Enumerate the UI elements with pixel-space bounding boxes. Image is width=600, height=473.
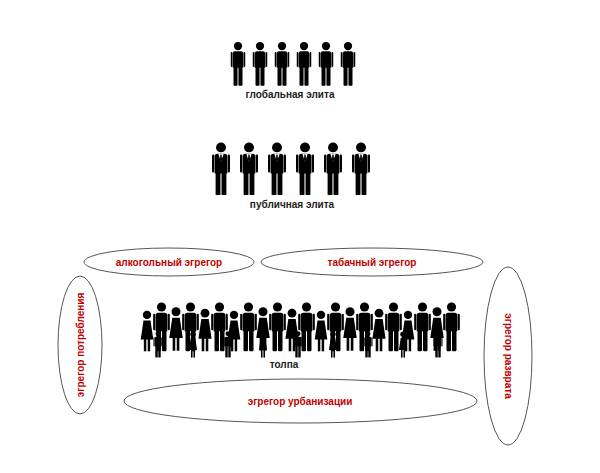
person-figure xyxy=(443,302,460,351)
person-figure xyxy=(259,331,267,357)
egregor-ellipse: эгрегор разврата xyxy=(483,266,533,446)
person-figure xyxy=(315,311,328,352)
person-figure xyxy=(385,302,402,351)
person-figure xyxy=(169,307,183,351)
egregor-ellipse: эгрегор потребления xyxy=(57,275,103,415)
person-figure xyxy=(231,42,246,86)
person-figure xyxy=(296,142,314,195)
person-figure xyxy=(269,302,286,351)
egregor-label: табачный эгрегор xyxy=(328,257,417,268)
person-figure xyxy=(212,142,230,195)
person-figure xyxy=(189,331,197,357)
ellipse-shape xyxy=(484,267,532,445)
person-figure xyxy=(352,142,370,195)
person-figure xyxy=(253,42,268,86)
person-figure xyxy=(141,311,154,352)
egregor-ellipse: табачный эгрегор xyxy=(260,247,484,277)
person-figure xyxy=(341,42,356,86)
group-label: публичная элита xyxy=(250,199,334,210)
egregor-label: эгрегор потребления xyxy=(75,293,86,397)
egregor-label: эгрегор урбанизации xyxy=(248,396,353,407)
ellipse-shape xyxy=(261,248,483,276)
egregor-label: алкогольный эгрегор xyxy=(116,257,222,268)
person-figure xyxy=(240,142,258,195)
person-figure xyxy=(434,331,443,357)
person-figure xyxy=(154,331,163,357)
egregor-label: эгрегор разврата xyxy=(503,313,514,398)
person-figure xyxy=(343,307,357,351)
ellipse-shape xyxy=(84,248,254,276)
person-figure xyxy=(372,309,385,352)
person-figure xyxy=(319,42,334,86)
person-figure xyxy=(297,42,312,86)
egregor-ellipse: эгрегор урбанизации xyxy=(123,378,478,424)
person-figure xyxy=(240,302,257,351)
ellipse-shape xyxy=(124,379,477,423)
group-label: толпа xyxy=(270,359,299,370)
person-figure xyxy=(224,331,233,357)
group-label: глобальная элита xyxy=(246,89,335,100)
person-figure xyxy=(364,331,373,357)
person-figure xyxy=(198,309,211,352)
person-figure xyxy=(294,331,303,357)
person-figure xyxy=(399,331,407,357)
person-figure xyxy=(268,142,286,195)
egregor-ellipse: алкогольный эгрегор xyxy=(83,247,255,277)
person-figure xyxy=(414,302,431,351)
person-figure xyxy=(275,42,290,86)
ellipse-shape xyxy=(58,276,102,414)
person-figure xyxy=(324,142,342,195)
person-figure xyxy=(329,331,337,357)
